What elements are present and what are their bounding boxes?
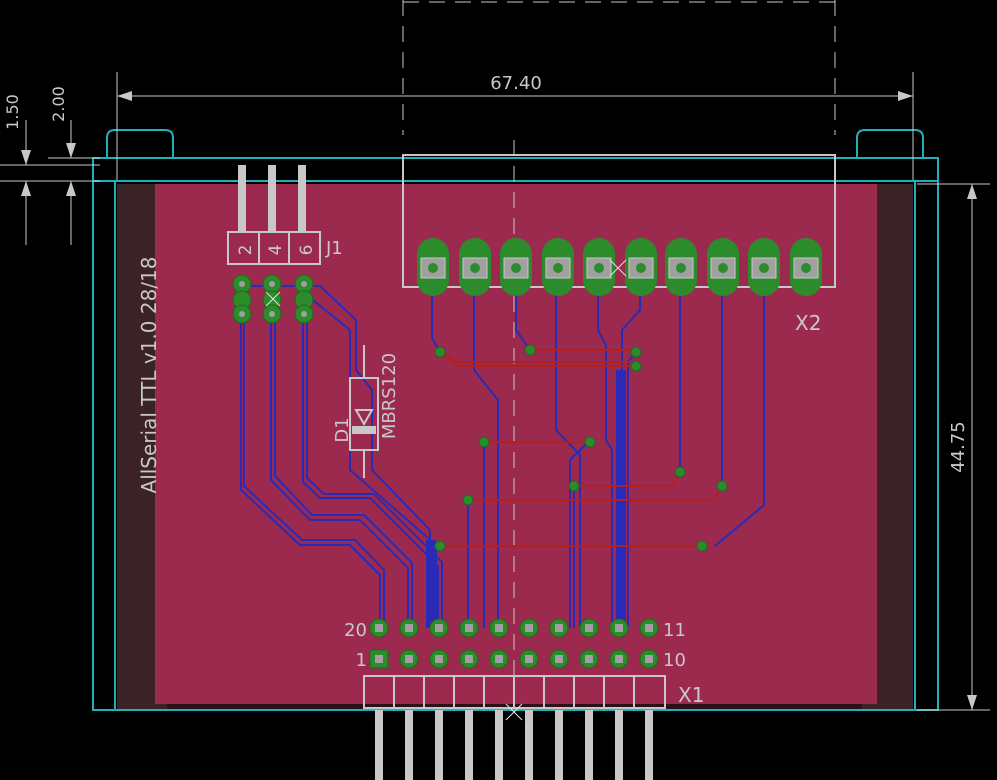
x1-pin-label-1: 1 (356, 650, 367, 671)
x1-pin-label-10: 10 (663, 650, 686, 671)
connector-x2[interactable] (402, 154, 836, 296)
x1-pin-label-20: 20 (344, 620, 367, 641)
j1-name-label: J1 (325, 238, 343, 259)
height-dimension-label: 44.75 (948, 421, 969, 473)
board-title: AllSerial TTL v1.0 28/18 (137, 257, 161, 494)
j1-pin-label-4: 4 (266, 245, 286, 256)
x2-name-label: X2 (795, 311, 821, 335)
diode-d1[interactable] (349, 345, 379, 478)
header-j1[interactable] (227, 165, 321, 324)
j1-pin-label-6: 6 (297, 245, 317, 256)
reference-dashed-lines (402, 0, 836, 700)
x1-name-label: X1 (678, 683, 704, 707)
trace-bus-left (426, 540, 436, 628)
d1-value-label: MBRS120 (379, 353, 400, 439)
j1-pin-label-2: 2 (236, 245, 256, 256)
vias (434, 344, 728, 552)
width-dimension-label: 67.40 (490, 73, 542, 94)
connector-x1[interactable] (363, 618, 666, 780)
bottom-layer-traces (240, 268, 765, 628)
dimension-arrows (21, 91, 977, 710)
offset-dimension-a: 1.50 (3, 94, 22, 130)
d1-name-label: D1 (332, 417, 353, 442)
offset-dimension-b: 2.00 (49, 86, 68, 122)
x1-pin-label-11: 11 (663, 620, 686, 641)
